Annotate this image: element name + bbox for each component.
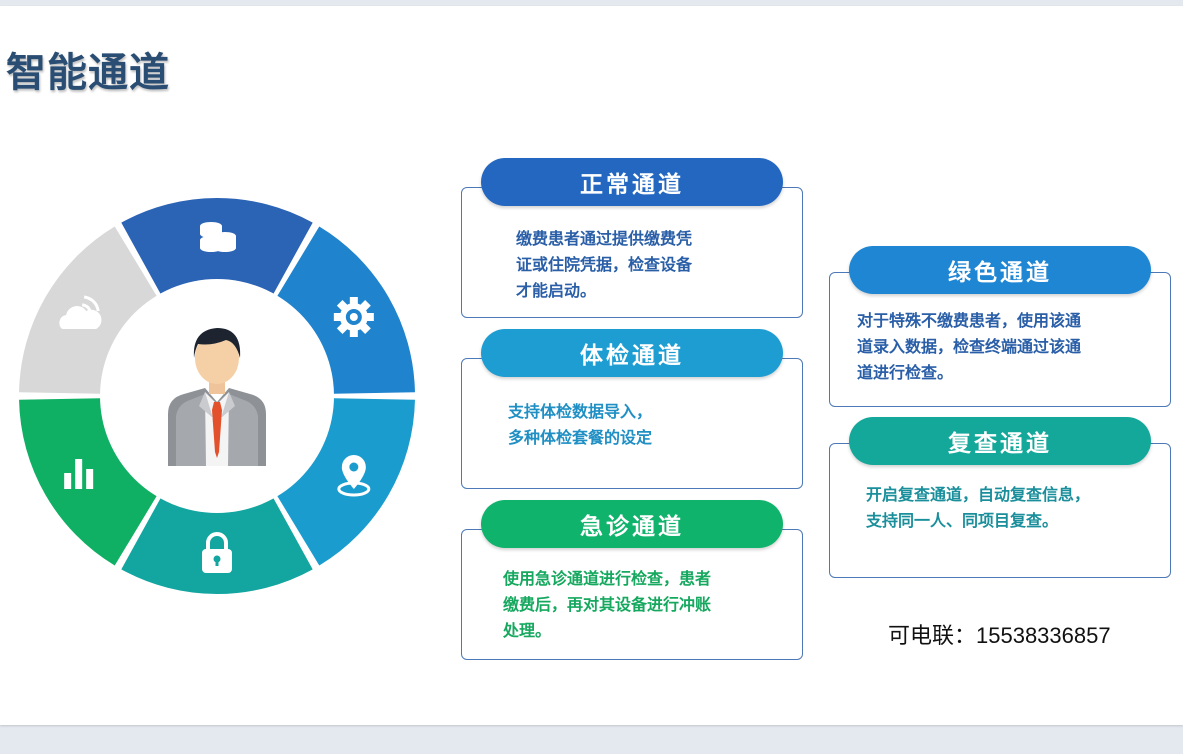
emergency-channel-pill: 急诊通道 (481, 500, 783, 548)
physical-channel-title: 体检通道 (580, 343, 684, 369)
businessman-avatar-icon (168, 328, 266, 466)
location-pin-icon (337, 455, 371, 497)
review-channel-desc: 开启复查通道，自动复查信息， 支持同一人、同项目复查。 (866, 485, 1091, 530)
normal-channel-title: 正常通道 (580, 172, 684, 198)
cloud-signal-icon (59, 295, 102, 329)
lock-icon (202, 532, 232, 573)
ring-segment (121, 492, 313, 595)
emergency-channel-desc: 使用急诊通道进行检查，患者 缴费后，再对其设备进行冲账 处理。 (503, 569, 712, 640)
physical-channel-pill: 体检通道 (481, 329, 783, 377)
physical-channel-desc: 支持体检数据导入， 多种体检套餐的设定 (508, 402, 653, 447)
channel-ring (19, 198, 415, 595)
green-channel-title: 绿色通道 (948, 260, 1052, 286)
slide: 智能通道 (0, 6, 1183, 725)
physical-channel-card (461, 358, 803, 489)
normal-channel-pill: 正常通道 (481, 158, 783, 206)
green-channel-card (829, 272, 1171, 407)
normal-channel-desc: 缴费患者通过提供缴费凭 证或住院凭据，检查设备 才能启动。 (516, 229, 693, 300)
review-channel-card (829, 443, 1171, 578)
review-channel-pill: 复查通道 (849, 417, 1151, 465)
emergency-channel-title: 急诊通道 (580, 514, 684, 540)
review-channel-title: 复查通道 (948, 431, 1052, 457)
green-channel-desc: 对于特殊不缴费患者，使用该通 道录入数据，检查终端通过该通 道进行检查。 (857, 311, 1082, 382)
ring-segment (273, 398, 415, 566)
bar-chart-icon (64, 459, 94, 489)
emergency-channel-card (461, 529, 803, 660)
coins-icon (200, 222, 236, 252)
ring-center-disc (100, 279, 334, 513)
gear-icon (333, 297, 374, 337)
page-title: 智能通道 (6, 50, 170, 96)
green-channel-pill: 绿色通道 (849, 246, 1151, 294)
contact-phone: 可电联：15538336857 (888, 623, 1111, 648)
